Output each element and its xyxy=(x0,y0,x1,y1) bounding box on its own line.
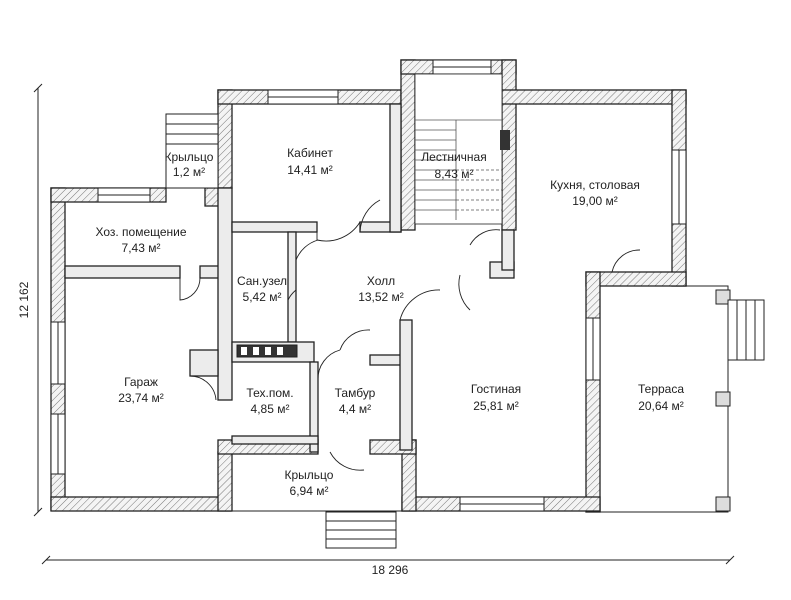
room-area: 20,64 м² xyxy=(638,399,684,413)
room-name: Крыльцо xyxy=(165,150,214,164)
sanitary-fixtures xyxy=(236,344,298,358)
room-name: Сан.узел xyxy=(237,274,287,288)
windows xyxy=(50,59,687,512)
dimension-lines xyxy=(33,83,735,565)
room-area: 19,00 м² xyxy=(572,194,618,208)
room-name: Кабинет xyxy=(287,146,333,160)
dimension-height: 12 162 xyxy=(17,281,31,318)
room-labels: Крыльцо 1,2 м² Кабинет 14,41 м² Лестничн… xyxy=(95,146,684,498)
room-name: Кухня, столовая xyxy=(550,178,640,192)
room-area: 14,41 м² xyxy=(287,163,333,177)
room-area: 13,52 м² xyxy=(358,290,404,304)
room-name: Лестничная xyxy=(421,150,486,164)
room-area: 23,74 м² xyxy=(118,391,164,405)
room-name: Тамбур xyxy=(335,386,376,400)
room-name: Тех.пом. xyxy=(246,386,293,400)
room-name: Крыльцо xyxy=(285,468,334,482)
room-name: Гараж xyxy=(124,375,158,389)
doors xyxy=(179,199,641,471)
room-area: 4,85 м² xyxy=(251,402,290,416)
room-name: Холл xyxy=(367,274,395,288)
porch-steps xyxy=(165,113,402,549)
room-area: 25,81 м² xyxy=(473,399,519,413)
room-area: 5,42 м² xyxy=(243,290,282,304)
room-area: 8,43 м² xyxy=(435,167,474,181)
room-area: 1,2 м² xyxy=(173,165,205,179)
room-area: 4,4 м² xyxy=(339,402,371,416)
room-name: Хоз. помещение xyxy=(95,225,186,239)
staircase xyxy=(414,73,510,225)
room-area: 7,43 м² xyxy=(122,241,161,255)
room-area: 6,94 м² xyxy=(290,484,329,498)
room-name: Терраса xyxy=(638,382,684,396)
terrace xyxy=(599,285,765,513)
room-name: Гостиная xyxy=(471,382,521,396)
dimension-width: 18 296 xyxy=(372,563,409,577)
